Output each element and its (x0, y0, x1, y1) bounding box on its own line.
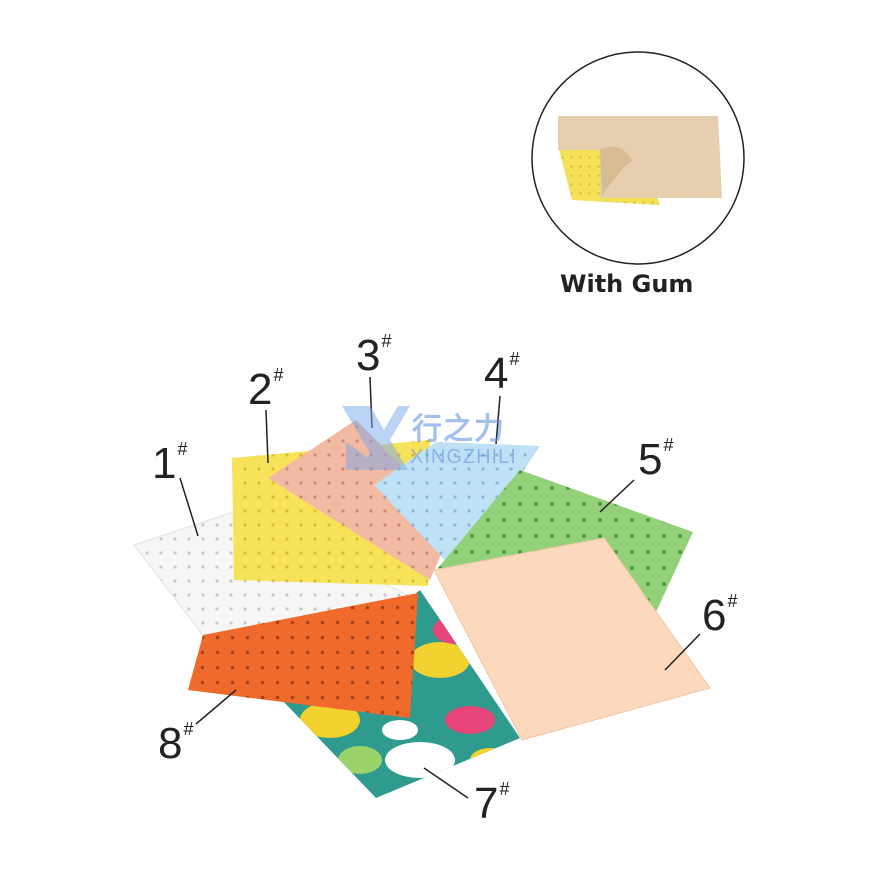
label-8: 8# (158, 719, 194, 768)
label-7-mark: # (499, 779, 510, 799)
inset-caption: With Gum (560, 270, 694, 298)
label-4: 4# (484, 349, 520, 398)
label-7: 7# (474, 779, 510, 828)
sheet-6-peach (433, 537, 711, 741)
label-2: 2# (248, 365, 284, 414)
label-4-number: 4 (484, 349, 509, 398)
leader-line-6 (664, 633, 701, 671)
label-6-number: 6 (702, 591, 727, 640)
inset-circle (531, 51, 745, 265)
sheet-8-orange (188, 593, 418, 718)
label-3-number: 3 (356, 331, 381, 380)
label-8-mark: # (183, 719, 194, 739)
label-8-number: 8 (158, 719, 183, 768)
label-2-mark: # (273, 365, 284, 385)
label-3: 3# (356, 331, 392, 380)
watermark-latin: XINGZHILI (410, 446, 517, 468)
label-6: 6# (702, 591, 738, 640)
leader-line-4 (495, 395, 501, 445)
leader-line-1 (179, 477, 199, 537)
leader-line-8 (195, 689, 237, 725)
leader-line-5 (599, 479, 635, 513)
label-5: 5# (638, 435, 674, 484)
label-7-number: 7 (474, 779, 499, 828)
sheet-4-blue (374, 442, 540, 572)
leader-line-7 (423, 767, 469, 799)
label-3-mark: # (381, 331, 392, 351)
watermark-logo-icon (342, 406, 410, 470)
label-4-mark: # (509, 349, 520, 369)
label-1-number: 1 (152, 439, 177, 488)
label-5-mark: # (663, 435, 674, 455)
label-1-mark: # (177, 439, 188, 459)
watermark: 行之力 XINGZHILI (340, 402, 550, 472)
label-6-mark: # (727, 591, 738, 611)
label-1: 1# (152, 439, 188, 488)
label-2-number: 2 (248, 365, 273, 414)
watermark-chinese: 行之力 (412, 412, 505, 447)
label-5-number: 5 (638, 435, 663, 484)
leader-line-2 (265, 409, 269, 464)
sheet-3-pink (268, 420, 456, 580)
